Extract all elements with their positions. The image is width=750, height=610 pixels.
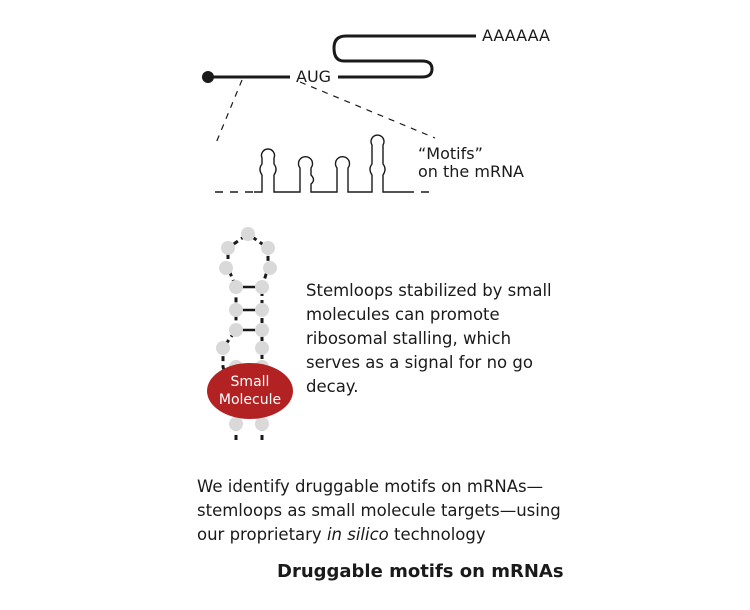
- motif-strand: [215, 134, 436, 193]
- motif-stemloop-3: [334, 156, 370, 193]
- motif-stemloop-1: [254, 148, 296, 193]
- motif-stemloop-2: [296, 156, 335, 193]
- stemloop-nucleotides: [216, 227, 277, 431]
- nucleotide: [221, 241, 235, 255]
- start-codon-label: AUG: [296, 67, 331, 86]
- summary-text: We identify druggable motifs on mRNAs—st…: [197, 475, 587, 547]
- motif-stemloop-4: [369, 134, 406, 193]
- motifs-sublabel: on the mRNA: [418, 162, 524, 181]
- nucleotide: [216, 341, 230, 355]
- nucleotide: [219, 261, 233, 275]
- mrna-strand: AUG AAAAAA: [202, 26, 550, 86]
- nucleotide: [255, 417, 269, 431]
- nucleotide: [229, 303, 243, 317]
- small-molecule-label-line2: Molecule: [219, 392, 281, 408]
- zoom-guides: [215, 79, 436, 144]
- small-molecule-blob: [207, 363, 293, 419]
- nucleotide: [255, 280, 269, 294]
- nucleotide: [229, 417, 243, 431]
- nucleotide: [263, 261, 277, 275]
- small-molecule-label-line1: Small: [231, 374, 270, 390]
- motifs-label: “Motifs”: [418, 144, 483, 163]
- nucleotide: [261, 241, 275, 255]
- nucleotide: [255, 341, 269, 355]
- coding-region-zigzag: [332, 34, 476, 79]
- nucleotide: [229, 323, 243, 337]
- figure-title: Druggable motifs on mRNAs: [277, 561, 564, 582]
- zoom-guide-left: [215, 79, 243, 144]
- summary-text-italic: in silico: [326, 525, 389, 544]
- stemloop-model: Small Molecule: [207, 227, 293, 440]
- summary-text-start: We identify druggable motifs on mRNAs—st…: [197, 477, 561, 544]
- nucleotide: [241, 227, 255, 241]
- stemloop-caption: Stemloops stabilized by small molecules …: [306, 281, 552, 396]
- summary-text-end: technology: [388, 525, 486, 544]
- nucleotide: [255, 303, 269, 317]
- nucleotide: [255, 323, 269, 337]
- zoom-guide-right: [299, 81, 436, 139]
- polya-tail-label: AAAAAA: [482, 26, 550, 45]
- nucleotide: [229, 280, 243, 294]
